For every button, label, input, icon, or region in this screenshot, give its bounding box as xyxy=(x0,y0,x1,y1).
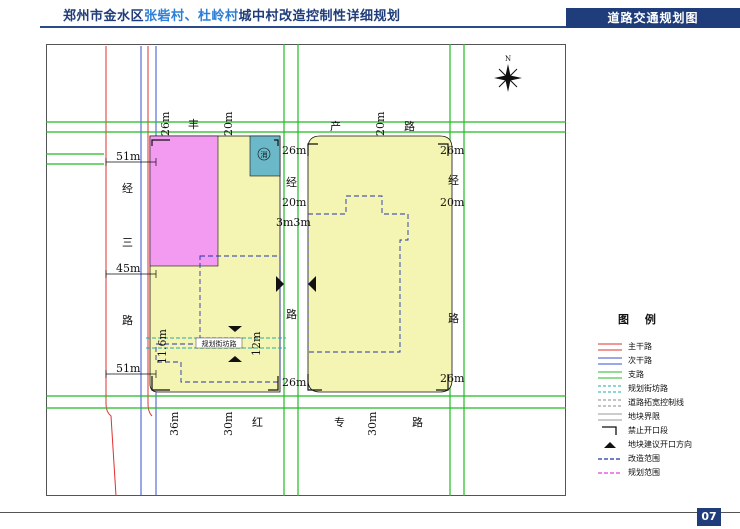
legend: 图 例 主干路 次干路 支路 规划街坊路 道路拓宽控制线 地块界限 禁止开口段 … xyxy=(598,311,728,477)
width-12m: 12m xyxy=(250,331,263,356)
road-label-right-2: 路 xyxy=(448,312,459,325)
dimension-ticks xyxy=(105,158,157,378)
page-title: 郑州市金水区张砦村、杜岭村城中村改造控制性详细规划 xyxy=(63,5,401,24)
header-bar: 郑州市金水区张砦村、杜岭村城中村改造控制性详细规划 道路交通规划图 xyxy=(0,0,740,30)
legend-item-renovation-scope: 改造范围 xyxy=(598,453,728,465)
fire-station-plot xyxy=(249,135,281,177)
legend-label-renovation-scope: 改造范围 xyxy=(628,454,660,463)
legend-label-secondary-road: 次干路 xyxy=(628,356,652,365)
legend-label-planning-scope: 规划范围 xyxy=(628,468,660,477)
width-26m-right-top: 26m xyxy=(440,144,465,157)
road-label-jing-2: 路 xyxy=(286,308,297,321)
legend-item-branch-road: 支路 xyxy=(598,369,728,381)
arrow-east-1 xyxy=(308,276,316,292)
renovation-scope-east xyxy=(307,195,409,353)
arrow-up xyxy=(228,356,242,362)
plot-boundary-icon xyxy=(598,413,622,421)
width-26m-top-left: 26m xyxy=(159,111,172,136)
road-label-right-1: 经 xyxy=(448,174,459,187)
main-road-icon xyxy=(598,343,622,351)
width-20m-right: 20m xyxy=(440,196,465,209)
legend-label-widening-line: 道路拓宽控制线 xyxy=(628,398,684,407)
road-label-chan: 产 xyxy=(330,119,341,133)
width-51m-top: 51m xyxy=(116,150,141,163)
width-20m-top-mid: 20m xyxy=(222,111,235,136)
renovation-scope-icon xyxy=(598,458,622,460)
legend-label-plot-boundary: 地块界限 xyxy=(628,412,660,421)
renovation-scope-lines xyxy=(155,195,409,383)
no-opening-segments xyxy=(151,139,449,391)
north-arrow-icon: N xyxy=(494,55,522,92)
width-11-6m: 11.6m xyxy=(156,329,169,364)
legend-title: 图 例 xyxy=(618,313,662,326)
legend-item-no-opening: 禁止开口段 xyxy=(598,425,728,437)
title-suffix: 城中村改造控制性详细规划 xyxy=(238,9,401,24)
width-26m-right-bottom: 26m xyxy=(440,372,465,385)
width-3m3m: 3m3m xyxy=(276,216,311,229)
legend-item-street-road: 规划街坊路 xyxy=(598,383,728,395)
widening-line-icon xyxy=(598,399,622,407)
main-road-jingsan-right xyxy=(147,46,153,417)
no-opening-icon xyxy=(602,426,617,435)
width-20m-mid: 20m xyxy=(282,196,307,209)
road-label-jingsan-1: 经 xyxy=(122,182,133,195)
legend-label-main-road: 主干路 xyxy=(628,342,652,351)
title-rule xyxy=(40,26,700,28)
title-prefix: 郑州市金水区 xyxy=(63,9,145,24)
main-road-jingsan-left xyxy=(105,46,117,496)
legend-item-secondary-road: 次干路 xyxy=(598,355,728,367)
legend-label-branch-road: 支路 xyxy=(628,370,644,379)
width-20m-top-right: 20m xyxy=(374,111,387,136)
plot-east xyxy=(307,135,453,393)
width-26m-mid-top: 26m xyxy=(282,144,307,157)
legend-item-opening-direction: 地块建议开口方向 xyxy=(598,439,728,451)
planning-scope-area xyxy=(149,135,219,267)
arrow-down xyxy=(228,326,242,332)
road-label-jingsan-3: 路 xyxy=(122,314,133,327)
street-road-icon xyxy=(598,385,622,393)
legend-item-main-road: 主干路 xyxy=(598,341,728,353)
legend-item-widening-line: 道路拓宽控制线 xyxy=(598,397,728,409)
arrow-west-1 xyxy=(276,276,284,292)
renovation-scope-west xyxy=(155,255,281,383)
fire-station-label: 消 xyxy=(261,150,268,159)
footer-rule xyxy=(0,512,740,513)
main-roads xyxy=(105,46,153,496)
legend-label-street-road: 规划街坊路 xyxy=(628,384,668,393)
road-label-zhuan: 专 xyxy=(334,415,345,429)
legend-label-opening-direction: 地块建议开口方向 xyxy=(628,440,692,449)
width-45m: 45m xyxy=(116,262,141,275)
width-51m-bottom: 51m xyxy=(116,362,141,375)
north-label: N xyxy=(505,55,511,63)
legend-label-no-opening: 禁止开口段 xyxy=(628,426,668,435)
fire-station-icon xyxy=(257,147,271,161)
legend-item-planning-scope: 规划范围 xyxy=(598,467,728,479)
planning-scope-icon xyxy=(598,472,622,474)
street-road-label: 规划街坊路 xyxy=(202,339,237,348)
legend-item-plot-boundary: 地块界限 xyxy=(598,411,728,423)
width-26m-mid-bottom: 26m xyxy=(282,376,307,389)
road-label-jing-1: 经 xyxy=(286,176,297,189)
street-road-label-box xyxy=(195,337,243,349)
width-36m: 36m xyxy=(168,411,181,436)
opening-direction-icon xyxy=(604,442,616,448)
secondary-road-icon xyxy=(598,357,622,365)
opening-arrows xyxy=(228,276,316,362)
section-tag: 道路交通规划图 xyxy=(566,8,740,28)
width-30m-left: 30m xyxy=(222,411,235,436)
road-label-feng: 丰 xyxy=(188,118,199,131)
road-label-jingsan-2: 三 xyxy=(122,236,133,249)
width-30m-right: 30m xyxy=(366,411,379,436)
branch-road-icon xyxy=(598,371,622,379)
road-label-hong: 红 xyxy=(252,416,263,429)
road-map: 消 规划街坊路 N xyxy=(46,44,566,496)
branch-roads xyxy=(46,44,566,496)
page-number: 07 xyxy=(697,508,721,526)
map-frame xyxy=(46,44,566,496)
road-label-lu-top: 路 xyxy=(404,120,415,133)
road-label-lu-bottom: 路 xyxy=(412,416,423,429)
title-highlight: 张砦村、杜岭村 xyxy=(144,9,239,24)
